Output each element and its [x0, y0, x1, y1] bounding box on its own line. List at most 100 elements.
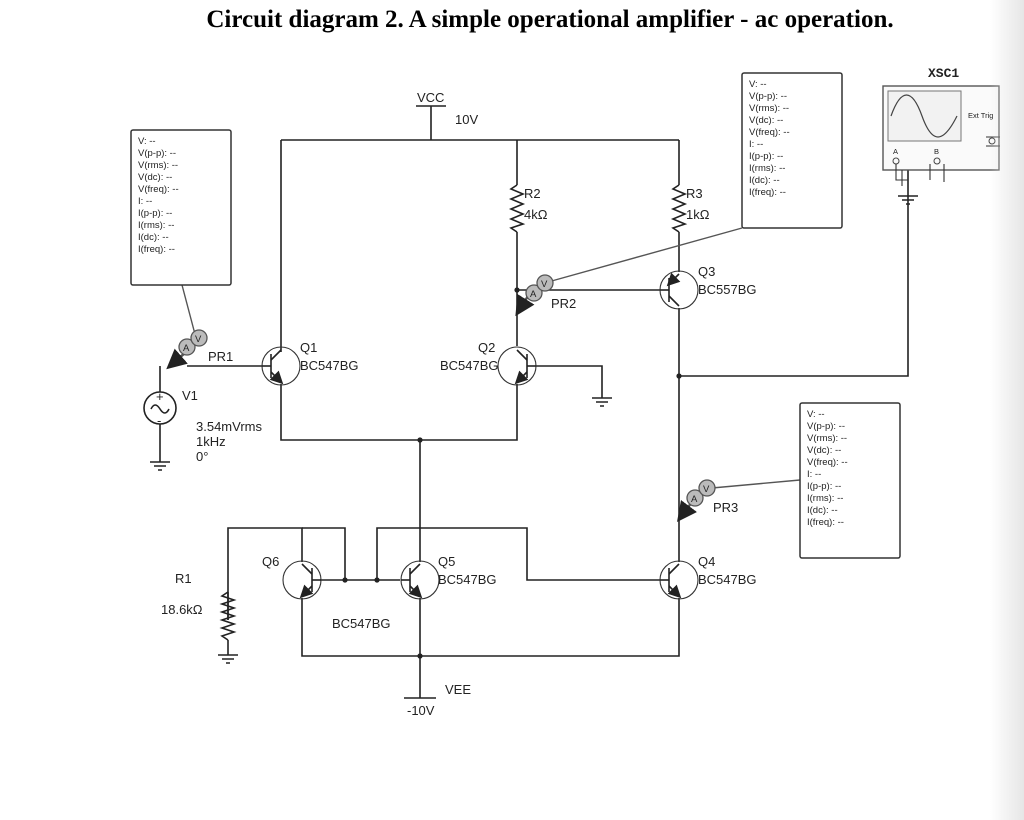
svg-text:I(p-p): --: I(p-p): -- [749, 151, 783, 162]
svg-text:V(freq): --: V(freq): -- [807, 457, 848, 468]
transistor-q1: Q1 BC547BG [261, 340, 359, 386]
svg-text:A: A [691, 494, 698, 505]
resistor-r2: R2 4kΩ [508, 184, 548, 233]
svg-text:Ext Trig: Ext Trig [968, 111, 993, 120]
svg-text:V(p-p): --: V(p-p): -- [138, 148, 176, 159]
svg-text:V(freq): --: V(freq): -- [749, 127, 790, 138]
svg-text:B: B [934, 147, 939, 156]
probe-pr1[interactable]: A V PR1 [166, 284, 233, 370]
svg-text:Q4: Q4 [698, 554, 715, 569]
svg-text:1kΩ: 1kΩ [686, 207, 710, 222]
svg-text:I(freq): --: I(freq): -- [807, 517, 844, 528]
probe-pr2[interactable]: A V PR2 [515, 227, 743, 317]
svg-text:18.6kΩ: 18.6kΩ [161, 602, 203, 617]
svg-text:V(freq): --: V(freq): -- [138, 184, 179, 195]
svg-text:Q5: Q5 [438, 554, 455, 569]
svg-text:R1: R1 [175, 571, 192, 586]
svg-text:BC547BG: BC547BG [438, 572, 497, 587]
svg-text:Q1: Q1 [300, 340, 317, 355]
svg-text:I(rms): --: I(rms): -- [807, 493, 843, 504]
svg-text:V(rms): --: V(rms): -- [807, 433, 847, 444]
junction-dots [342, 287, 682, 659]
svg-text:Q2: Q2 [478, 340, 495, 355]
svg-text:4kΩ: 4kΩ [524, 207, 548, 222]
svg-text:BC547BG: BC547BG [300, 358, 359, 373]
svg-text:BC557BG: BC557BG [698, 282, 757, 297]
svg-text:I: --: I: -- [749, 139, 763, 150]
right-edge-shadow [990, 0, 1024, 820]
svg-text:PR2: PR2 [551, 296, 576, 311]
svg-text:V(rms): --: V(rms): -- [138, 160, 178, 171]
svg-text:R2: R2 [524, 186, 541, 201]
svg-text:BC547BG: BC547BG [332, 616, 391, 631]
svg-text:0°: 0° [196, 449, 208, 464]
svg-text:I(dc): --: I(dc): -- [138, 232, 169, 243]
transistor-q3: Q3 BC557BG [659, 264, 757, 310]
oscilloscope-xsc1[interactable]: XSC1 Ext Trig A B [882, 66, 1000, 186]
svg-text:I(p-p): --: I(p-p): -- [138, 208, 172, 219]
ground-icon [218, 654, 238, 664]
svg-text:V: V [541, 279, 548, 290]
svg-text:+: + [156, 389, 164, 404]
ground-icon [898, 195, 918, 205]
vcc-value: 10V [455, 112, 478, 127]
probe-readout-pr3: V: -- V(p-p): -- V(rms): -- V(dc): -- V(… [799, 402, 901, 559]
ac-source-v1: + - V1 3.54mVrms 1kHz 0° [143, 388, 262, 464]
transistor-q2: Q2 BC547BG [440, 340, 537, 386]
svg-text:A: A [893, 147, 898, 156]
svg-text:-: - [157, 413, 161, 428]
resistor-r3: R3 1kΩ [670, 184, 710, 233]
svg-text:V: --: V: -- [807, 409, 825, 420]
svg-text:V1: V1 [182, 388, 198, 403]
svg-text:V(dc): --: V(dc): -- [807, 445, 841, 456]
scope-label: XSC1 [928, 66, 959, 81]
svg-text:V(p-p): --: V(p-p): -- [749, 91, 787, 102]
svg-text:R3: R3 [686, 186, 703, 201]
vcc-label: VCC [417, 90, 444, 105]
svg-text:V: --: V: -- [749, 79, 767, 90]
svg-text:I: --: I: -- [138, 196, 152, 207]
svg-text:PR3: PR3 [713, 500, 738, 515]
svg-text:V(rms): --: V(rms): -- [749, 103, 789, 114]
ground-icon [592, 397, 612, 407]
vcc-terminal [416, 105, 446, 140]
svg-text:V(dc): --: V(dc): -- [749, 115, 783, 126]
svg-text:A: A [530, 289, 537, 300]
svg-text:I(freq): --: I(freq): -- [138, 244, 175, 255]
ground-icon [150, 461, 170, 471]
svg-text:BC547BG: BC547BG [698, 572, 757, 587]
probe-readout-pr1: V: -- V(p-p): -- V(rms): -- V(dc): -- V(… [130, 129, 232, 286]
transistor-q6: Q6 BC547BG [262, 554, 391, 631]
svg-text:V(dc): --: V(dc): -- [138, 172, 172, 183]
svg-text:I(freq): --: I(freq): -- [749, 187, 786, 198]
svg-text:I(rms): --: I(rms): -- [749, 163, 785, 174]
svg-text:V: V [195, 334, 202, 345]
transistor-q4: Q4 BC547BG [659, 554, 757, 600]
svg-text:PR1: PR1 [208, 349, 233, 364]
svg-text:I(p-p): --: I(p-p): -- [807, 481, 841, 492]
sine-wave-icon [890, 94, 958, 138]
svg-text:3.54mVrms: 3.54mVrms [196, 419, 262, 434]
ground-symbols [150, 195, 918, 664]
svg-text:1kHz: 1kHz [196, 434, 226, 449]
vee-label: VEE [445, 682, 471, 697]
svg-text:Q6: Q6 [262, 554, 279, 569]
channel-b-terminal [933, 157, 941, 165]
svg-text:I: --: I: -- [807, 469, 821, 480]
page-title: Circuit diagram 2. A simple operational … [206, 6, 894, 33]
probe-pr3[interactable]: A V PR3 [677, 479, 801, 522]
transistor-q5: Q5 BC547BG [400, 554, 497, 600]
svg-text:V: V [703, 484, 710, 495]
svg-text:BC547BG: BC547BG [440, 358, 499, 373]
svg-text:V(p-p): --: V(p-p): -- [807, 421, 845, 432]
scope-screen [887, 90, 962, 142]
svg-text:I(rms): --: I(rms): -- [138, 220, 174, 231]
vee-value: -10V [407, 703, 435, 718]
svg-text:I(dc): --: I(dc): -- [749, 175, 780, 186]
svg-text:A: A [183, 343, 190, 354]
svg-text:Q3: Q3 [698, 264, 715, 279]
svg-text:I(dc): --: I(dc): -- [807, 505, 838, 516]
probe-readout-pr2: V: -- V(p-p): -- V(rms): -- V(dc): -- V(… [741, 72, 843, 229]
svg-text:V: --: V: -- [138, 136, 156, 147]
